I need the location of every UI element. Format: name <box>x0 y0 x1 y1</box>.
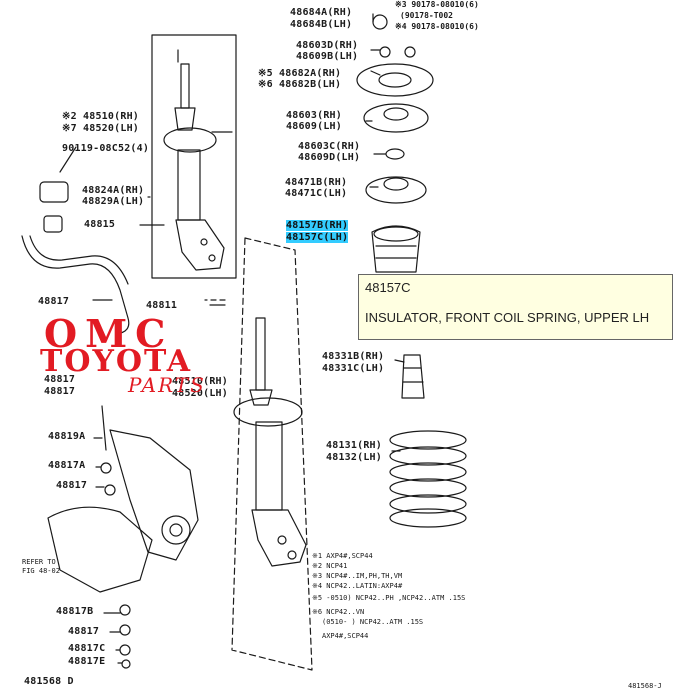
part-label-48510-lower[interactable]: 48510(RH) <box>172 376 228 387</box>
part-label-48817[interactable]: 48817 <box>38 296 70 307</box>
part-label-48817E[interactable]: 48817E <box>68 656 106 667</box>
main-strut-rod <box>255 317 266 391</box>
part-label-48811[interactable]: 48811 <box>146 300 178 311</box>
inset-bracket <box>175 219 225 271</box>
footnote-7: (0510- ) NCP42..ATM .15S <box>322 618 424 626</box>
tooltip-part-description: INSULATOR, FRONT COIL SPRING, UPPER LH <box>365 310 650 325</box>
upper-insulator-shape <box>371 225 421 273</box>
part-label-48157B[interactable]: 48157B(RH) <box>286 220 349 231</box>
part-label-48817B[interactable]: 48817B <box>56 606 94 617</box>
footnote-8: AXP4#,SCP44 <box>322 632 369 640</box>
part-label-48815[interactable]: 48815 <box>84 219 116 230</box>
part-label-48817C[interactable]: 48817C <box>68 643 106 654</box>
part-label-48471C[interactable]: 48471C(LH) <box>285 188 348 199</box>
refer-note-line2[interactable]: FIG 48-02 <box>22 567 60 575</box>
tooltip-part-number: 48157C <box>365 280 411 295</box>
part-label-48471B[interactable]: 48471B(RH) <box>285 177 348 188</box>
part-label-48824A[interactable]: 48824A(RH) <box>82 185 145 196</box>
inset-box <box>151 34 237 279</box>
part-label-48817-e[interactable]: 48817 <box>68 626 100 637</box>
upper-mount <box>356 63 434 97</box>
bump-stopper <box>401 354 425 399</box>
part-label-48603C[interactable]: 48603C(RH) <box>298 141 361 152</box>
main-spring-seat <box>233 397 303 427</box>
part-label-48684A[interactable]: 48684A(RH) <box>290 7 353 18</box>
support-bearing <box>363 103 429 133</box>
part-label-48331B[interactable]: 48331B(RH) <box>322 351 385 362</box>
part-label-48817-d[interactable]: 48817 <box>56 480 88 491</box>
upper-seat <box>365 176 427 204</box>
diagram-code: 481568-J <box>628 682 662 690</box>
watermark-line2: TOYOTA <box>40 344 192 379</box>
part-label-48520[interactable]: ※7 48520(LH) <box>62 123 140 134</box>
part-label-48817A[interactable]: 48817A <box>48 460 86 471</box>
part-label-48684B[interactable]: 48684B(LH) <box>290 19 353 30</box>
footnote-3: ※3 NCP4#..IM,PH,TH,VM <box>312 572 403 580</box>
part-label-48819A[interactable]: 48819A <box>48 431 86 442</box>
lower-arm <box>47 506 153 593</box>
part-label-48603[interactable]: 48603(RH) <box>286 110 342 121</box>
part-label-48609B[interactable]: 48609B(LH) <box>296 51 359 62</box>
inset-spring-seat <box>163 127 217 153</box>
footnote-1: ※1 AXP4#,SCP44 <box>312 552 373 560</box>
stabilizer-bar <box>21 235 130 335</box>
part-label-48520-lower[interactable]: 48520(LH) <box>172 388 228 399</box>
steering-knuckle <box>109 429 199 561</box>
part-label-481568D[interactable]: 481568 D <box>24 676 74 687</box>
part-label-90178-a[interactable]: ※3 90178-08010(6) <box>395 0 479 9</box>
part-label-48131[interactable]: 48131(RH) <box>326 440 382 451</box>
footnote-6: ※6 NCP42..VN <box>312 608 365 616</box>
part-label-48682B[interactable]: ※6 48682B(LH) <box>258 79 342 90</box>
watermark-line3: PARTS <box>128 373 206 397</box>
part-label-90119[interactable]: 90119-08C52(4) <box>62 143 150 154</box>
part-label-90178-c[interactable]: ※4 90178-08010(6) <box>395 22 479 31</box>
part-label-48157C[interactable]: 48157C(LH) <box>286 232 349 243</box>
part-label-48829A[interactable]: 48829A(LH) <box>82 196 145 207</box>
bushing <box>39 181 69 203</box>
watermark-line1: OMC <box>44 311 174 356</box>
part-tooltip: 48157C INSULATOR, FRONT COIL SPRING, UPP… <box>358 274 673 340</box>
part-label-48609D[interactable]: 48609D(LH) <box>298 152 361 163</box>
footnote-4: ※4 NCP42..LATIN:AXP4# <box>312 582 403 590</box>
part-label-48817-b[interactable]: 48817 <box>44 374 76 385</box>
part-label-48132[interactable]: 48132(LH) <box>326 452 382 463</box>
part-label-48682A[interactable]: ※5 48682A(RH) <box>258 68 342 79</box>
footnote-5: ※5 -0510) NCP42..PH ,NCP42..ATM .15S <box>312 594 466 602</box>
part-label-48817-c[interactable]: 48817 <box>44 386 76 397</box>
coil-spring <box>389 430 467 528</box>
part-label-48510[interactable]: ※2 48510(RH) <box>62 111 140 122</box>
part-label-48331C[interactable]: 48331C(LH) <box>322 363 385 374</box>
inset-strut-rod <box>180 63 190 109</box>
footnote-2: ※2 NCP41 <box>312 562 348 570</box>
main-bracket <box>251 509 307 567</box>
part-label-90178-b[interactable]: (90178-T002 <box>400 11 453 20</box>
part-label-48603D[interactable]: 48603D(RH) <box>296 40 359 51</box>
refer-note-line1: REFER TO <box>22 558 56 566</box>
part-label-48609[interactable]: 48609(LH) <box>286 121 342 132</box>
